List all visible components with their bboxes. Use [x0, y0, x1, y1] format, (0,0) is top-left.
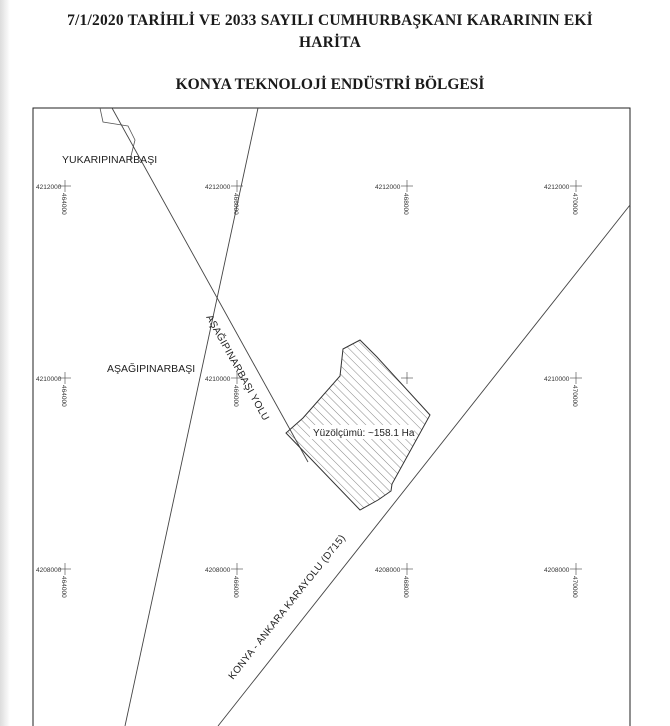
road-label-konya-ankara: KONYA - ANKARA KARAYOLU (D715)	[227, 533, 348, 682]
easting-labels: 464000 466000 468000 470000 464000 46600…	[60, 193, 578, 598]
northing-label: 4210000	[544, 376, 570, 383]
easting-label: 468000	[402, 576, 409, 598]
easting-label: 466000	[232, 385, 239, 407]
northing-label: 4208000	[544, 567, 570, 574]
easting-label: 464000	[60, 193, 67, 215]
easting-label: 464000	[60, 385, 67, 407]
asagipinarbasi-road-line	[111, 107, 309, 463]
area-label-background	[310, 425, 414, 439]
document-title: 7/1/2020 TARİHLİ VE 2033 SAYILI CUMHURBA…	[67, 12, 593, 51]
easting-label: 466000	[232, 193, 239, 215]
northing-label: 4208000	[36, 567, 62, 574]
northing-label: 4210000	[36, 376, 62, 383]
easting-label: 470000	[571, 576, 578, 598]
northing-label: 4208000	[375, 567, 401, 574]
northing-label: 4212000	[544, 184, 570, 191]
northing-label: 4210000	[205, 376, 231, 383]
easting-label: 468000	[402, 193, 409, 215]
easting-label: 470000	[571, 385, 578, 407]
easting-label: 466000	[232, 576, 239, 598]
konya-ankara-highway-line	[217, 204, 631, 726]
place-label-asagipinarbasi: AŞAĞIPINARBAŞI	[107, 362, 195, 375]
map-frame	[32, 107, 631, 726]
easting-label: 470000	[571, 193, 578, 215]
northing-labels: 4212000 4212000 4212000 4212000 4210000 …	[36, 184, 570, 574]
easting-label: 464000	[60, 576, 67, 598]
northing-label: 4212000	[36, 184, 62, 191]
place-label-yukaripinarbasi: YUKARIPINARBAŞI	[62, 154, 157, 166]
northing-label: 4208000	[205, 567, 231, 574]
western-road-line	[124, 107, 259, 726]
area-label: Yüzölçümü: ~158.1 Ha	[313, 428, 415, 439]
northing-label: 4212000	[205, 184, 231, 191]
village-track	[99, 107, 136, 161]
northing-label: 4212000	[375, 184, 401, 191]
grid-crosses	[59, 180, 582, 575]
document-subtitle: KONYA TEKNOLOJİ ENDÜSTRİ BÖLGESİ	[175, 76, 485, 93]
page-edge-shadow	[0, 0, 10, 726]
